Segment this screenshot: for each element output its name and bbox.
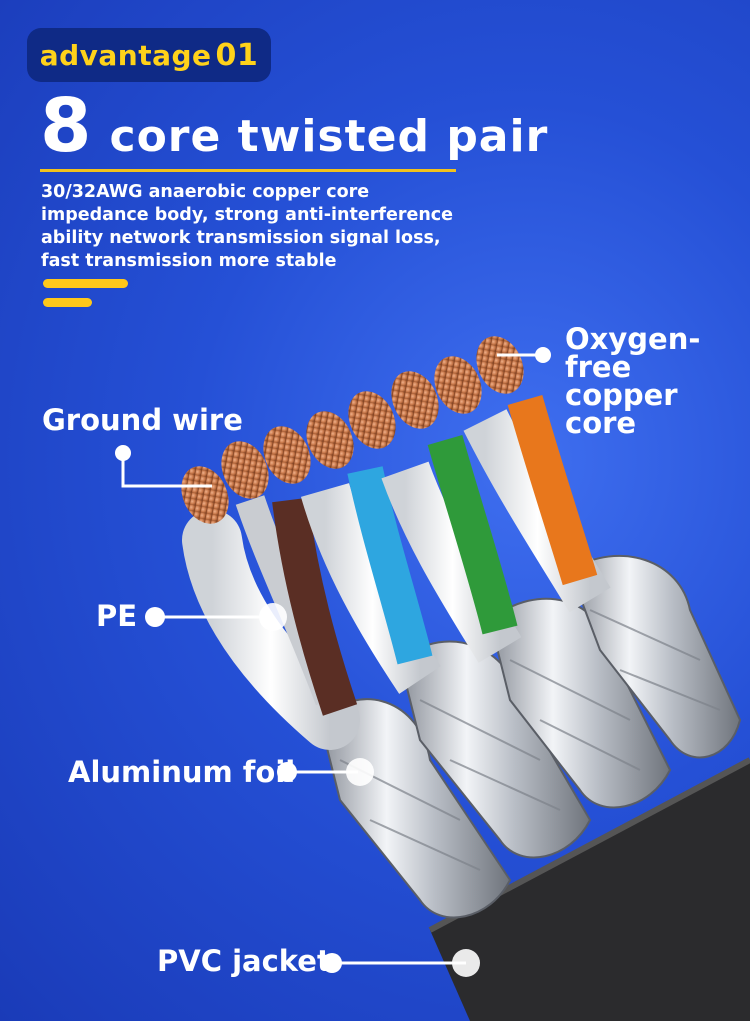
wires bbox=[182, 395, 611, 750]
decor-bar-short bbox=[43, 298, 92, 307]
foil-pairs bbox=[318, 555, 742, 919]
badge-word: advantage bbox=[39, 38, 212, 72]
oxygen-label-line2: copper core bbox=[565, 378, 678, 440]
description-text: 30/32AWG anaerobic copper core impedance… bbox=[41, 182, 454, 271]
advantage-badge: advantage 01 bbox=[27, 28, 271, 82]
oxygen-label-line1: Oxygen-free bbox=[565, 322, 701, 384]
pvc-jacket-label: PVC jacket bbox=[157, 944, 331, 978]
badge-number: 01 bbox=[215, 37, 259, 73]
headline-text: core twisted pair bbox=[109, 111, 549, 162]
oxygen-free-copper-label: Oxygen-free copper core bbox=[565, 322, 750, 440]
ground-wire-label: Ground wire bbox=[42, 403, 243, 437]
headline: 8 core twisted pair bbox=[40, 86, 548, 166]
callout-dots bbox=[115, 347, 551, 977]
headline-underline bbox=[40, 169, 456, 172]
decor-bar-long bbox=[43, 279, 128, 288]
aluminum-foil-label: Aluminum foil bbox=[68, 755, 296, 789]
copper-cores bbox=[181, 336, 524, 524]
headline-number: 8 bbox=[40, 83, 92, 169]
ground-callout-line bbox=[121, 453, 212, 488]
pe-label: PE bbox=[96, 599, 138, 633]
